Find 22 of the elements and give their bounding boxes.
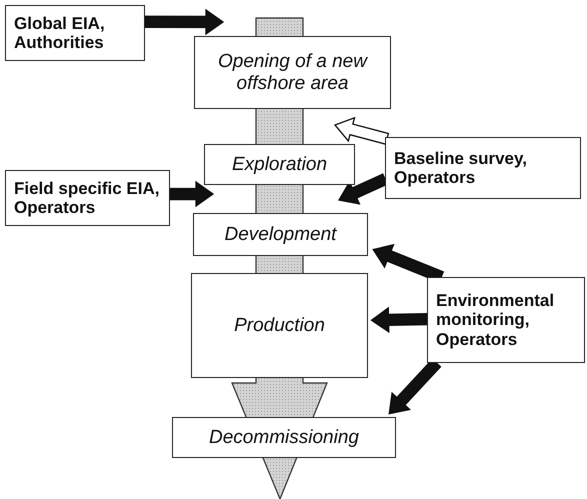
actor-label: Environmental monitoring, Operators [436, 291, 556, 349]
stage-box [191, 273, 368, 378]
actor-box [5, 170, 170, 226]
stage-label: Opening of a new offshore area [217, 51, 369, 94]
arrow [370, 306, 428, 334]
arrow [169, 180, 214, 208]
stage-label: Decommissioning [209, 426, 359, 448]
stage-box [194, 36, 391, 109]
actor-box [427, 277, 585, 363]
actor-box [385, 137, 581, 199]
arrow [144, 8, 224, 36]
stage-label: Exploration [232, 154, 328, 176]
actor-box [5, 5, 145, 61]
stage-label: Development [224, 224, 336, 246]
stage-box [204, 144, 355, 185]
stage-box [193, 213, 368, 256]
stage-label: Production [234, 314, 325, 336]
actor-label: Global EIA, Authorities [14, 14, 106, 52]
actor-label: Field specific EIA, Operators [14, 178, 160, 218]
arrow [334, 116, 390, 145]
stage-box [172, 417, 396, 458]
actor-label: Baseline survey, Operators [394, 148, 528, 188]
